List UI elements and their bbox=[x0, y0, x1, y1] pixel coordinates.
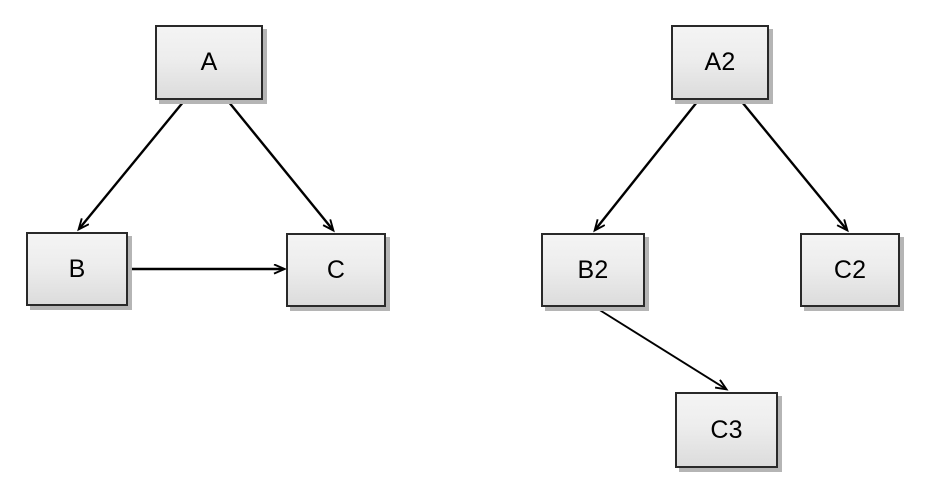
node-a2[interactable]: A2 bbox=[671, 25, 769, 100]
node-a-label: A bbox=[200, 48, 218, 76]
node-b2-label: B2 bbox=[577, 255, 609, 284]
node-b2[interactable]: B2 bbox=[541, 233, 645, 307]
node-c2[interactable]: C2 bbox=[800, 233, 900, 307]
edge-b2-c3 bbox=[597, 308, 726, 389]
edge-a2-c2 bbox=[741, 101, 847, 230]
node-c3[interactable]: C3 bbox=[675, 392, 778, 468]
node-c[interactable]: C bbox=[286, 233, 386, 307]
node-c3-label: C3 bbox=[710, 415, 743, 444]
node-b[interactable]: B bbox=[26, 232, 128, 306]
edge-a-c bbox=[227, 100, 333, 230]
node-c-label: C bbox=[326, 255, 346, 284]
node-c2-label: C2 bbox=[833, 255, 867, 284]
node-a2-label: A2 bbox=[704, 48, 736, 76]
node-b-label: B bbox=[68, 254, 86, 283]
node-a[interactable]: A bbox=[155, 25, 263, 100]
edge-a-b bbox=[79, 100, 185, 229]
edge-a2-b2 bbox=[595, 101, 698, 230]
